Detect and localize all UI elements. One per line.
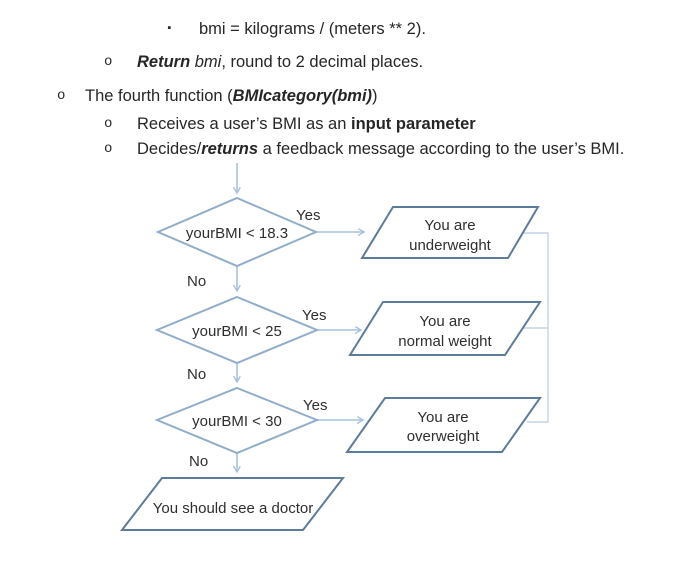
yes-label-3: Yes <box>303 397 327 414</box>
bullet-line-1: bmi = kilograms / (meters ** 2). <box>199 19 426 40</box>
result-3-line-2: overweight <box>407 428 480 445</box>
bullet-line-4-text: Receives a user’s BMI as an <box>137 115 351 133</box>
bmi-var: bmi <box>190 53 222 71</box>
closing-paren: ) <box>372 87 378 105</box>
bullet-line-1-text: bmi = kilograms / (meters ** 2). <box>199 20 426 38</box>
result-overweight-shape <box>345 397 542 453</box>
bullet-line-2-text: , round to 2 decimal places. <box>221 53 424 71</box>
decision-underweight-diamond <box>155 196 319 268</box>
yes-label-2: Yes <box>302 307 326 324</box>
result-3-line-1: You are <box>417 409 468 426</box>
bullet-line-5-text-b: a feedback message according to the user… <box>258 140 625 158</box>
circle-bullet-icon: o <box>104 141 113 157</box>
no-label-1: No <box>187 273 206 290</box>
bullet-line-2: Return bmi, round to 2 decimal places. <box>137 52 423 73</box>
result-1-line-2: underweight <box>409 237 492 254</box>
result-1-line-1: You are <box>424 217 475 234</box>
result-2-line-1: You are <box>419 313 470 330</box>
decision-3-label: yourBMI < 30 <box>192 413 282 430</box>
result-2-line-2: normal weight <box>398 333 492 350</box>
bullet-line-3-text: The fourth function ( <box>85 87 233 105</box>
result-underweight-shape <box>360 206 540 259</box>
bullet-line-3: The fourth function (BMIcategory(bmi)) <box>85 86 378 107</box>
returns-keyword: returns <box>201 140 259 158</box>
decision-2-label: yourBMI < 25 <box>192 323 282 340</box>
circle-bullet-icon: o <box>57 88 66 104</box>
bullet-line-4: Receives a user’s BMI as an input parame… <box>137 114 476 135</box>
result-normalweight-shape <box>348 301 542 356</box>
function-name: BMIcategory(bmi) <box>232 87 373 105</box>
result-doctor-label: You should see a doctor <box>153 500 313 517</box>
decision-normalweight-diamond <box>154 295 320 365</box>
decision-overweight-diamond <box>154 386 320 455</box>
square-bullet-icon: ▪ <box>166 23 173 35</box>
return-keyword: Return <box>137 53 191 71</box>
decision-1-label: yourBMI < 18.3 <box>186 225 288 242</box>
result-doctor-shape <box>119 477 346 531</box>
input-parameter-phrase: input parameter <box>350 115 476 133</box>
circle-bullet-icon: o <box>104 54 113 70</box>
bullet-line-5: Decides/returns a feedback message accor… <box>137 139 624 160</box>
no-label-2: No <box>187 366 206 383</box>
circle-bullet-icon: o <box>104 116 113 132</box>
no-label-3: No <box>189 453 208 470</box>
bullet-line-5-text-a: Decides/ <box>137 140 202 158</box>
yes-label-1: Yes <box>296 207 320 224</box>
